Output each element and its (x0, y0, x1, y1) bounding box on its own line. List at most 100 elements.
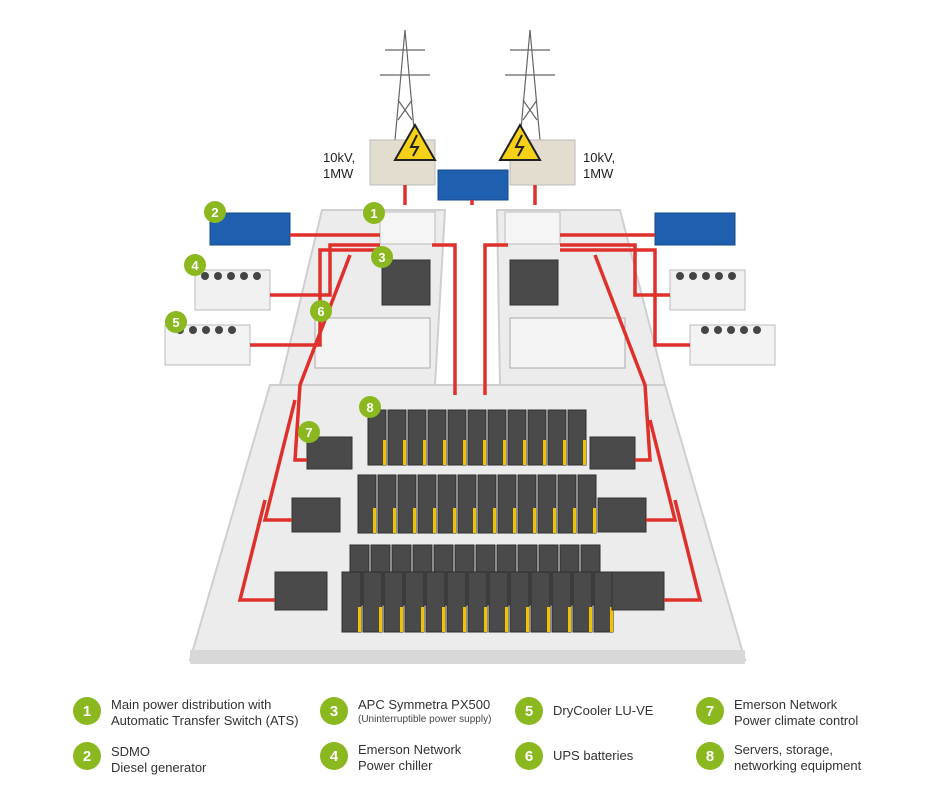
legend-text: DryCooler LU-VE (553, 703, 693, 719)
server-rack (457, 474, 477, 534)
legend-text: UPS batteries (553, 748, 693, 764)
server-rack (437, 474, 457, 534)
legend-line2: Automatic Transfer Switch (ATS) (111, 713, 299, 728)
rack-stripe (493, 508, 496, 533)
server-rack (509, 571, 530, 633)
server-rack (557, 474, 577, 534)
server-rack (427, 409, 447, 466)
rack-stripe (484, 607, 487, 632)
server-rack (507, 409, 527, 466)
rack-stripe (433, 508, 436, 533)
rack-stripe (403, 440, 406, 465)
legend-line1: SDMO (111, 744, 150, 759)
power-pylon-right (505, 29, 555, 141)
legend-line2: networking equipment (734, 758, 862, 773)
voltage-label-right: 10kV, 1MW (583, 150, 615, 182)
ups-batteries-left (314, 317, 431, 369)
svg-text:2: 2 (211, 205, 218, 220)
rack-stripe (453, 508, 456, 533)
legend-line2: Diesel generator (111, 760, 207, 775)
chiller-right (669, 269, 746, 311)
diagram-badge-4: 4 (184, 254, 206, 276)
main-hall-edge (190, 650, 745, 664)
server-rack (377, 474, 397, 534)
legend-text: Main power distribution with Automatic T… (111, 697, 321, 729)
server-rack (397, 474, 417, 534)
server-rack (497, 474, 517, 534)
legend-text: APC Symmetra PX500 (Uninterruptible powe… (358, 697, 538, 726)
rack-stripe (463, 607, 466, 632)
rack-stripe (526, 607, 529, 632)
legend-badge: 8 (696, 742, 724, 770)
server-rack (425, 571, 446, 633)
server-rack (487, 409, 507, 466)
legend-line1: Servers, storage, (734, 742, 833, 757)
high-voltage-warning-icon (498, 122, 542, 161)
rack-stripe (583, 440, 586, 465)
transformer-left (369, 122, 437, 186)
diagram-badges: 1 2 3 4 5 6 7 8 (165, 201, 393, 443)
svg-text:4: 4 (191, 258, 199, 273)
server-rack (417, 474, 437, 534)
diagram-badge-1: 1 (363, 202, 385, 224)
climate-unit-right-3 (611, 571, 665, 611)
voltage-line2: 1MW (583, 166, 614, 181)
server-rack (341, 571, 362, 633)
rack-stripe (593, 508, 596, 533)
server-rack (572, 571, 593, 633)
climate-unit-left-3 (274, 571, 328, 611)
rack-stripe (393, 508, 396, 533)
server-racks (341, 409, 614, 633)
legend-text: Emerson Network Power chiller (358, 742, 538, 774)
server-rack (357, 474, 377, 534)
ats-right (504, 211, 561, 245)
rack-stripe (523, 440, 526, 465)
rack-stripe (553, 508, 556, 533)
svg-text:7: 7 (305, 425, 312, 440)
diagram-badge-6: 6 (310, 300, 332, 322)
floor-edges (190, 650, 745, 664)
rack-stripe (400, 607, 403, 632)
server-rack (488, 571, 509, 633)
rack-stripe (513, 508, 516, 533)
rack-stripe (423, 440, 426, 465)
server-rack (383, 571, 404, 633)
rack-stripe (483, 440, 486, 465)
voltage-line1: 10kV, (323, 150, 356, 165)
rack-stripe (503, 440, 506, 465)
rack-stripe (358, 607, 361, 632)
rack-stripe (589, 607, 592, 632)
server-rack (387, 409, 407, 466)
server-rack (467, 409, 487, 466)
voltage-label-left: 10kV, 1MW (323, 150, 355, 182)
rack-stripe (473, 508, 476, 533)
server-rack (527, 409, 547, 466)
server-rack (407, 409, 427, 466)
server-rack (467, 571, 488, 633)
rack-stripe (373, 508, 376, 533)
legend-line1: UPS batteries (553, 748, 634, 763)
server-rack (362, 571, 383, 633)
central-generator (437, 169, 509, 201)
legend-badge: 3 (320, 697, 348, 725)
rack-stripe (505, 607, 508, 632)
legend-text: SDMO Diesel generator (111, 744, 321, 776)
svg-text:8: 8 (366, 400, 373, 415)
server-rack (537, 474, 557, 534)
rack-stripe (568, 607, 571, 632)
server-rack (477, 474, 497, 534)
server-rack (447, 409, 467, 466)
rack-stripe (547, 607, 550, 632)
server-rack (517, 474, 537, 534)
rack-stripe (533, 508, 536, 533)
legend-text: Servers, storage, networking equipment (734, 742, 924, 774)
climate-unit-left-1 (306, 436, 353, 470)
legend-badge: 2 (73, 742, 101, 770)
climate-unit-right-2 (597, 497, 647, 533)
legend-badge: 6 (515, 742, 543, 770)
datacenter-diagram: 1 2 3 4 5 6 7 8 (164, 29, 776, 664)
climate-unit-right-1 (589, 436, 636, 470)
climate-unit-left-2 (291, 497, 341, 533)
rack-stripe (421, 607, 424, 632)
diagram-badge-7: 7 (298, 421, 320, 443)
